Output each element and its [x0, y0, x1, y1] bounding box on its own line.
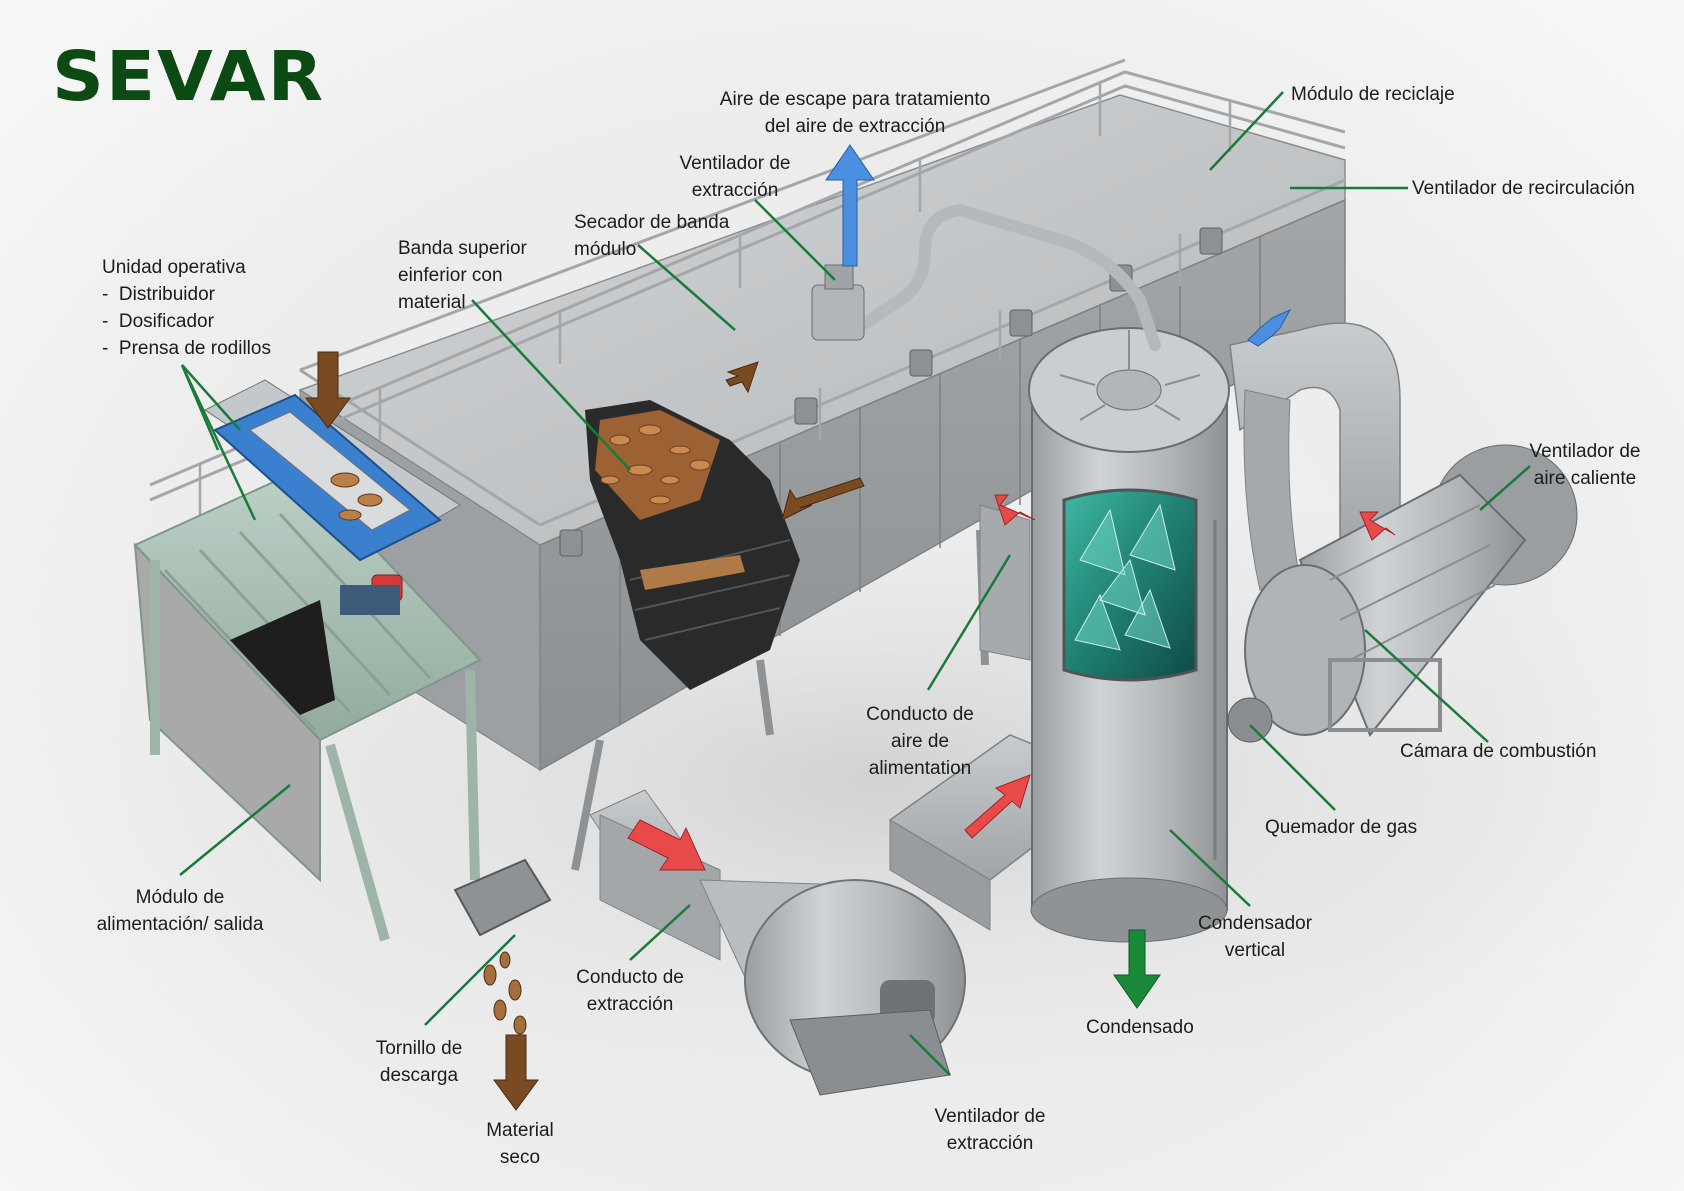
feed-module-line-2: alimentación/ salida — [96, 914, 264, 935]
label-upper-lower-belt: Banda superior einferior con material — [398, 235, 527, 316]
label-gas-burner: Quemador de gas — [1265, 814, 1417, 841]
operating-unit-item-roller-press: Prensa de rodillos — [102, 335, 271, 362]
vertical-condenser-line-2: vertical — [1224, 940, 1286, 961]
hot-air-fan-line-1: Ventilador de — [1529, 441, 1641, 462]
flow-arrows — [305, 144, 1396, 1111]
extraction-duct-line-2: extracción — [586, 994, 674, 1015]
operating-unit — [204, 379, 461, 715]
label-feed-module: Módulo de alimentación/ salida — [85, 884, 275, 938]
label-hot-air-fan: Ventilador de aire caliente — [1515, 438, 1655, 492]
vertical-condenser — [1028, 327, 1230, 943]
label-discharge-screw: Tornillo de descarga — [364, 1035, 474, 1089]
gas-burner — [1227, 658, 1442, 743]
sevar-logo: SEVAR — [52, 36, 326, 116]
label-vertical-condenser: Condensador vertical — [1180, 910, 1330, 964]
upper-lower-belt-line-2: einferior con — [398, 265, 503, 286]
label-recirculation-fan: Ventilador de recirculación — [1412, 175, 1635, 202]
condensate-line-1: Condensado — [1086, 1017, 1194, 1038]
dry-material-arrow — [493, 1034, 539, 1111]
supply-air-duct-line-3: alimentation — [868, 758, 972, 779]
label-supply-air-duct: Conducto de aire de alimentation — [845, 701, 995, 782]
condensate-arrow — [1113, 929, 1161, 1009]
extraction-air-arrow — [627, 819, 706, 871]
belt-dryer-line-2: módulo — [574, 239, 637, 260]
leader-lines — [179, 91, 1531, 1076]
gas-burner-line-1: Quemador de gas — [1265, 817, 1418, 838]
feed-module-line-1: Módulo de — [135, 887, 225, 908]
hot-air-fan-line-2: aire caliente — [1533, 468, 1637, 489]
supply-air-duct-line-2: aire de — [890, 731, 950, 752]
extraction-fan-top-line-2: extracción — [691, 180, 779, 201]
extraction-fan-top-line-1: Ventilador de — [679, 153, 791, 174]
operating-unit-item-distributor: Distribuidor — [102, 281, 271, 308]
operating-unit-title: Unidad operativa — [102, 257, 246, 278]
label-extraction-fan-top: Ventilador de extracción — [665, 150, 805, 204]
extraction-fan-bottom-line-1: Ventilador de — [934, 1106, 1046, 1127]
label-recycling-module: Módulo de reciclaje — [1291, 81, 1455, 108]
material-arrow-1 — [725, 361, 759, 394]
label-dry-material: Material seco — [470, 1117, 570, 1171]
label-operating-unit: Unidad operativa Distribuidor Dosificado… — [102, 254, 271, 362]
dry-material-line-2: seco — [499, 1147, 541, 1168]
recirculation-duct — [1229, 322, 1401, 591]
condenser-in-arrow — [994, 494, 1036, 526]
hot-air-arrow — [1359, 511, 1396, 541]
combustion-chamber — [1244, 444, 1578, 737]
recirculation-fan-line-1: Ventilador de recirculación — [1412, 178, 1635, 199]
exhaust-air-arrow — [825, 144, 875, 267]
exhaust-air-line-1: Aire de escape para tratamiento — [719, 89, 991, 110]
label-exhaust-air: Aire de escape para tratamiento del aire… — [710, 86, 1000, 140]
label-extraction-duct: Conducto de extracción — [565, 964, 695, 1018]
material-arrow-2 — [781, 477, 865, 521]
discharge-screw-line-1: Tornillo de — [375, 1038, 463, 1059]
feed-module-frame — [133, 468, 482, 942]
extraction-duct-line-1: Conducto de — [576, 967, 684, 988]
belt-dryer-line-1: Secador de banda — [574, 212, 730, 233]
exhaust-air-line-2: del aire de extracción — [764, 116, 946, 137]
exhaust-pipe — [849, 203, 1161, 351]
label-extraction-fan-bottom: Ventilador de extracción — [920, 1103, 1060, 1157]
material-in-arrow — [305, 351, 351, 429]
dry-material-line-1: Material — [486, 1120, 554, 1141]
vertical-condenser-line-1: Condensador — [1197, 913, 1313, 934]
supply-air-duct-line-1: Conducto de — [866, 704, 974, 725]
extraction-fan-bottom-line-2: extracción — [946, 1133, 1034, 1154]
dryer-cutaway — [585, 400, 800, 690]
upper-lower-belt-line-1: Banda superior — [398, 238, 527, 259]
label-condensate: Condensado — [1086, 1014, 1194, 1041]
discharge-screw-line-2: descarga — [379, 1065, 459, 1086]
operating-unit-item-dosifier: Dosificador — [102, 308, 271, 335]
recycle-air-arrow — [1247, 308, 1292, 347]
extraction-fan-top — [811, 264, 865, 341]
supply-air-arrow — [964, 774, 1031, 839]
extraction-fan-bottom — [744, 879, 966, 1096]
recycling-module-line-1: Módulo de reciclaje — [1291, 84, 1455, 105]
label-combustion-chamber: Cámara de combustión — [1400, 738, 1596, 765]
combustion-chamber-line-1: Cámara de combustión — [1400, 741, 1597, 762]
upper-lower-belt-line-3: material — [398, 292, 466, 313]
label-belt-dryer-module: Secador de banda módulo — [574, 209, 729, 263]
discharge-screw — [453, 858, 552, 1035]
